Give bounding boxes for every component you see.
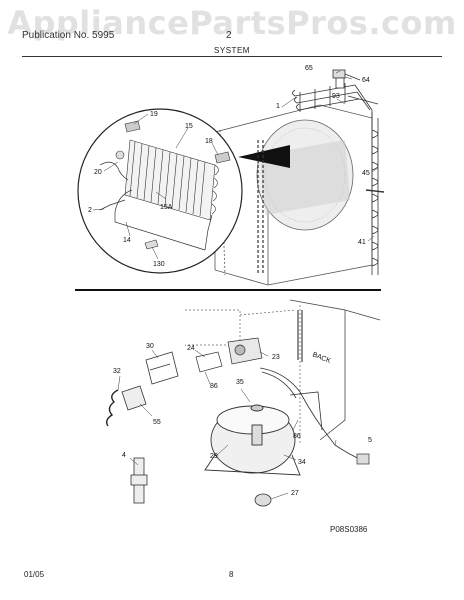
section-divider [75,289,381,291]
relay-23 [227,337,263,365]
side-coil [365,112,385,275]
page-title: SYSTEM [214,46,250,55]
cord-32 [105,389,119,427]
callout-5: 5 [368,437,372,444]
tube-4 [130,457,148,504]
callout-29: 29 [210,453,218,460]
header-rule [22,56,442,57]
callout-64: 64 [362,77,370,84]
callout-86a: 86 [210,383,218,390]
relay-30 [145,351,179,385]
callout-20: 20 [94,169,102,176]
grommet-27 [254,493,272,507]
cabinet-bottom [185,305,301,445]
callout-18: 18 [205,138,213,145]
callout-2: 2 [88,207,92,214]
leader-lines-lower [117,349,337,500]
callout-14: 14 [123,237,131,244]
callout-1: 1 [276,103,280,110]
header-publication: Publication No. 5995 [22,30,115,41]
callout-55: 55 [153,419,161,426]
callout-30: 30 [146,343,154,350]
detail-circle [77,108,243,274]
footer-date: 01/05 [24,570,45,579]
callout-45: 45 [362,170,370,177]
callout-19: 19 [150,111,158,118]
callout-34: 34 [298,459,306,466]
wire-harness [259,367,363,461]
callout-32: 32 [113,368,121,375]
mount-bracket [332,69,379,105]
callout-4: 4 [122,452,126,459]
callout-130: 130 [153,261,165,268]
leader-lines-upper [92,70,379,260]
bracket-24 [195,351,223,373]
callout-86b: 86 [293,433,301,440]
plug-5 [356,453,370,465]
callout-23: 23 [272,354,280,361]
callout-65: 65 [305,65,313,72]
compressor-29 [204,404,301,476]
callout-24: 24 [187,345,195,352]
diagram-code: P08S0386 [330,525,368,534]
back-label: BACK [311,351,332,365]
callout-41: 41 [358,239,366,246]
callout-27: 27 [291,490,299,497]
back-panel [289,299,381,441]
callout-15: 15 [185,123,193,130]
header-code: 2 [226,30,232,41]
drain-tube [257,140,264,275]
fan-shroud [256,119,354,231]
callout-15A: 15A [160,204,173,211]
zoom-pointer [238,145,290,168]
page-number: 8 [229,570,234,579]
callout-93: 93 [332,93,340,100]
top-coil [292,83,373,130]
callout-35: 35 [236,379,244,386]
